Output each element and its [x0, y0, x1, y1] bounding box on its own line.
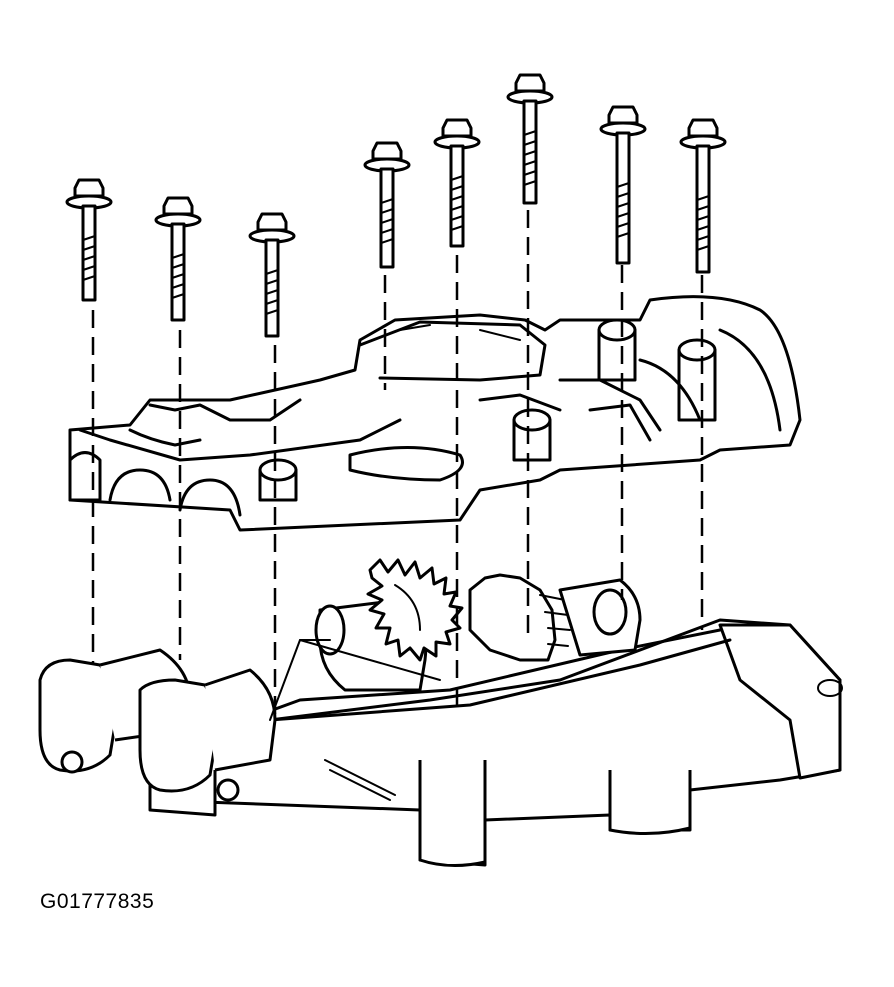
bolt-2[interactable] — [154, 196, 202, 322]
bolt-8[interactable] — [679, 118, 727, 274]
bolt-5[interactable] — [433, 118, 481, 248]
drive-gear — [366, 558, 464, 662]
figure-id-label: G01777835 — [40, 890, 155, 913]
bolt-6[interactable] — [506, 73, 554, 205]
bolt-set — [65, 73, 727, 338]
lower-housing — [38, 598, 843, 868]
upper-housing — [68, 295, 802, 532]
alignment-lines — [91, 210, 704, 720]
bolt-7[interactable] — [599, 105, 647, 265]
bolt-3[interactable] — [248, 212, 296, 338]
bolt-4[interactable] — [363, 141, 411, 269]
driven-gear — [468, 573, 642, 662]
bolt-1[interactable] — [65, 178, 113, 302]
